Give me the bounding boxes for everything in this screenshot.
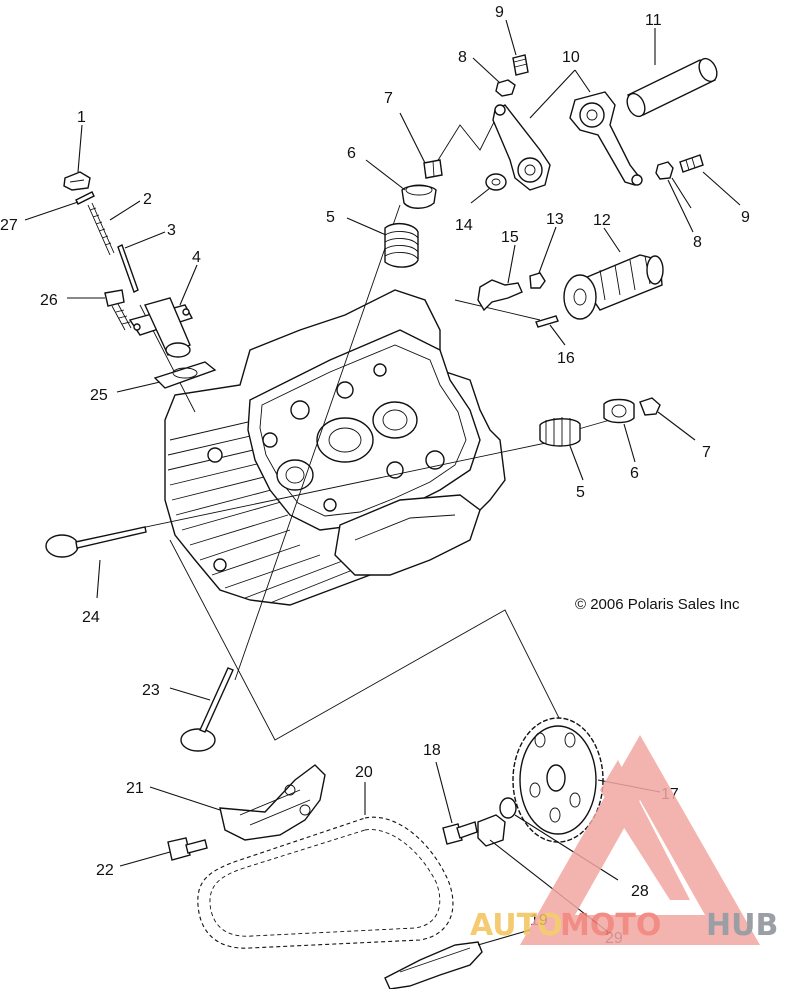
callout-20: 20 [355, 764, 373, 781]
cylinder-head [164, 289, 506, 606]
part-17-cam-sprocket [512, 717, 604, 843]
part-20-cam-chain [197, 816, 454, 949]
part-21-chain-guide [219, 764, 326, 841]
part-5-valve-spring-lower [539, 417, 581, 447]
callout-3: 3 [167, 222, 176, 239]
part-28-washer [499, 797, 517, 819]
callout-9-upper: 9 [495, 4, 504, 21]
part-15-decompression-lever [477, 279, 523, 312]
part-6-retainer-lower [603, 398, 635, 424]
callout-15: 15 [501, 229, 519, 246]
part-14-washer [485, 173, 507, 191]
part-7-keeper-lower [639, 397, 661, 416]
callout-9-right: 9 [741, 209, 750, 226]
callout-5-lower: 5 [576, 484, 585, 501]
part-10-rocker-arm-left [492, 104, 551, 191]
part-13-nut [529, 272, 546, 289]
callout-10: 10 [562, 49, 580, 66]
part-3-pin [117, 244, 139, 293]
callout-25: 25 [90, 387, 108, 404]
callout-2: 2 [143, 191, 152, 208]
part-26-bolt [104, 289, 132, 331]
part-4-tensioner [128, 297, 194, 358]
watermark-moto: MOTO [560, 908, 661, 943]
cooling-fins [167, 409, 366, 604]
callout-8-right: 8 [693, 234, 702, 251]
watermark-auto: AUTO [470, 908, 563, 943]
part-25-gasket [153, 361, 217, 389]
part-18-bolt [442, 821, 478, 845]
part-24-valve [45, 526, 147, 558]
callout-23: 23 [142, 682, 160, 699]
callout-27: 27 [0, 217, 18, 234]
part-29-hub [477, 814, 506, 847]
callout-13: 13 [546, 211, 564, 228]
part-8-nut-right [655, 161, 674, 180]
part-9-screw-upper [512, 54, 529, 76]
part-23-valve [180, 667, 234, 752]
part-10-rocker-arm-right [569, 91, 643, 186]
watermark-triangle-logo [520, 735, 760, 945]
part-1-cap [63, 171, 91, 191]
callout-28: 28 [631, 883, 649, 900]
callout-14: 14 [455, 217, 473, 234]
part-12-camshaft [563, 254, 664, 320]
watermark-inner-stroke [600, 760, 690, 900]
callout-22: 22 [96, 862, 114, 879]
callout-6-upper: 6 [347, 145, 356, 162]
callout-16: 16 [557, 350, 575, 367]
part-5-valve-spring-upper [384, 222, 419, 268]
part-16-pin [535, 315, 559, 328]
watermark-hub: HUB [706, 908, 778, 943]
callout-21: 21 [126, 780, 144, 797]
callout-5-upper: 5 [326, 209, 335, 226]
part-27-pin [75, 191, 95, 205]
callout-11: 11 [645, 12, 662, 29]
automotohub-watermark: AUTO MOTO HUB [470, 735, 778, 945]
callout-24: 24 [82, 609, 100, 626]
callout-6-lower: 6 [630, 465, 639, 482]
part-6-retainer-upper [401, 184, 437, 209]
part-19-chain-guide-lower [384, 941, 483, 989]
part-11-rocker-shaft [626, 57, 718, 118]
callout-12: 12 [593, 212, 611, 229]
callout-7-lower: 7 [702, 444, 711, 461]
callout-26: 26 [40, 292, 58, 309]
callout-8-upper: 8 [458, 49, 467, 66]
callout-18: 18 [423, 742, 441, 759]
callout-1: 1 [77, 109, 86, 126]
part-8-nut-upper [495, 79, 516, 97]
copyright-notice: © 2006 Polaris Sales Inc [575, 596, 740, 613]
part-9-screw-right [679, 154, 704, 173]
part-7-keeper-upper [423, 159, 443, 179]
callout-4: 4 [192, 249, 201, 266]
callout-7-upper: 7 [384, 90, 393, 107]
part-22-bolt [167, 837, 208, 861]
part-2-spring [87, 202, 115, 256]
